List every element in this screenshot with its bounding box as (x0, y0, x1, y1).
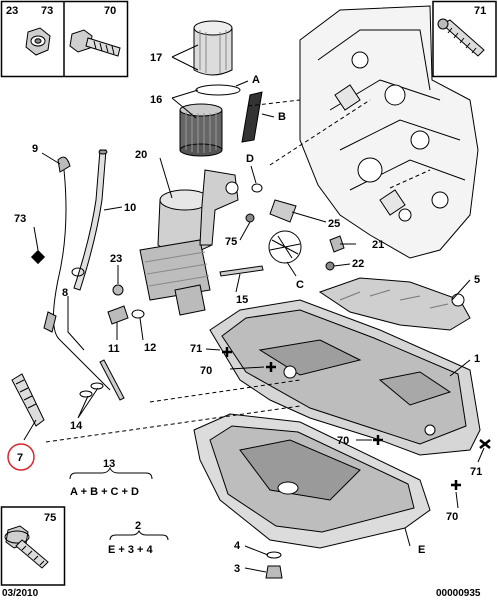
footer-date: 03/2010 (2, 588, 39, 599)
callout-75: 75 (225, 236, 237, 248)
callout-10: 10 (124, 202, 136, 214)
callout-11: 11 (108, 343, 120, 355)
callout-73: 73 (14, 213, 26, 225)
callout-7: 7 (17, 452, 23, 464)
footer-code: 00000935 (436, 588, 481, 599)
callout-13: 13 (103, 458, 115, 470)
callout-3: 3 (234, 563, 240, 575)
callout-A: A (252, 74, 260, 86)
drain-plug-3 (265, 565, 283, 579)
seal-12 (131, 309, 145, 319)
highlight-circle-7 (7, 443, 35, 471)
callout-9: 9 (32, 143, 38, 155)
inset-label-70: 70 (104, 5, 116, 17)
inset-label-23: 23 (6, 5, 18, 17)
inset-label-75: 75 (44, 512, 56, 524)
plug-23 (112, 284, 124, 296)
baffle-C (268, 230, 302, 264)
callout-E: E (418, 544, 425, 556)
callout-8: 8 (62, 287, 68, 299)
callout-C: C (296, 279, 304, 291)
leader-lines (23, 44, 485, 573)
formula-13: A + B + C + D (70, 486, 139, 498)
callout-25: 25 (328, 218, 340, 230)
o-ring-upper (195, 84, 241, 96)
lower-oil-pan-E (193, 413, 431, 549)
bracket-25 (269, 199, 297, 223)
callout-16: 16 (150, 94, 162, 106)
oil-filter-housing (139, 169, 239, 316)
bolt-icon (69, 29, 121, 57)
inset-label-73: 73 (41, 5, 53, 17)
callout-17: 17 (150, 52, 162, 64)
callout-70-mid: 70 (337, 435, 349, 447)
callout-70-lower: 70 (446, 511, 458, 523)
nut-22 (325, 261, 335, 271)
bolt-8 (43, 311, 57, 333)
callout-numbers: 17 16 A B 9 10 20 D 73 25 75 21 23 C 22 … (14, 52, 482, 575)
plug-11 (107, 305, 129, 325)
callout-71-lower: 71 (470, 466, 482, 478)
tube-clip (71, 267, 85, 277)
bolt-21 (329, 235, 345, 253)
callout-15: 15 (236, 294, 248, 306)
formula-2: E + 3 + 4 (108, 544, 154, 556)
callout-2: 2 (135, 520, 141, 532)
brace-2 (109, 529, 169, 541)
callout-B: B (278, 111, 286, 123)
breather-hose (241, 91, 263, 143)
stud-bolt-icon (437, 18, 485, 57)
upper-oil-pan-1 (209, 299, 481, 456)
engine-block (299, 5, 479, 259)
bolt-75 (245, 213, 255, 223)
clamp-D (251, 183, 263, 193)
oil-filter-cap (193, 20, 233, 76)
oil-level-sensor-7 (11, 373, 45, 427)
inset-label-71: 71 (474, 5, 486, 17)
callout-70-upper: 70 (200, 365, 212, 377)
callout-5: 5 (474, 274, 480, 286)
callout-D: D (246, 153, 254, 165)
inset-box-top-right: 71 (432, 0, 497, 78)
oil-pickup-5 (318, 277, 471, 331)
stud-15 (219, 265, 264, 277)
callout-71-upper: 71 (190, 343, 202, 355)
flange-bolt-icon (4, 525, 49, 569)
cross-markers (222, 347, 491, 490)
callout-1: 1 (474, 353, 480, 365)
inset-box-top-left: 23 73 70 (0, 0, 129, 78)
callout-4: 4 (234, 540, 241, 552)
dashed-reference-lines (45, 99, 431, 443)
oil-filter-element (179, 103, 223, 157)
brace-13 (69, 466, 153, 480)
seal-4 (266, 551, 282, 559)
callout-14: 14 (70, 420, 83, 432)
callout-21: 21 (372, 239, 384, 251)
inset-box-bottom-left: 75 (0, 506, 66, 586)
callout-22: 22 (352, 258, 364, 270)
cable-clip-73 (30, 249, 46, 265)
callout-23: 23 (110, 253, 122, 265)
callout-12: 12 (144, 342, 156, 354)
dipstick-assembly (52, 149, 111, 391)
nut-icon (25, 27, 51, 56)
callout-20: 20 (135, 149, 147, 161)
